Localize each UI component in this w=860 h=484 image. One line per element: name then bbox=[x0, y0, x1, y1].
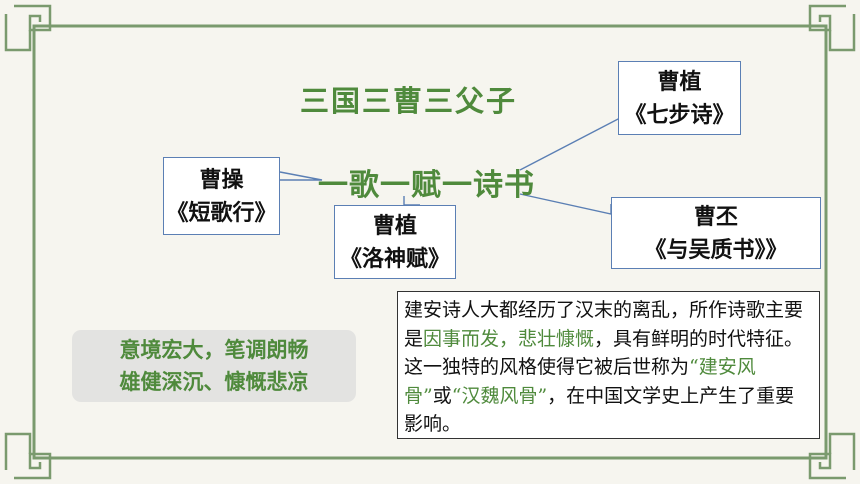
style-keywords-box: 意境宏大，笔调朗畅 雄健深沉、慷慨悲凉 bbox=[72, 330, 356, 402]
callout-work: 《与吴质书》》 bbox=[644, 237, 788, 263]
callout-work: 《短歌行》 bbox=[166, 200, 277, 226]
callout-work: 《七步诗》 bbox=[624, 102, 735, 128]
callout-caopi: 曹丕 《与吴质书》》 bbox=[611, 197, 821, 269]
desc-text-1: 建安诗人大都经历了汉末的离乱，所作诗歌主要是 bbox=[404, 299, 804, 350]
desc-text-3: 或 bbox=[432, 384, 452, 407]
callout-name: 曹植 bbox=[372, 213, 417, 239]
callout-caocao: 曹操 《短歌行》 bbox=[163, 157, 280, 235]
corner-ornament-top-left bbox=[4, 4, 52, 52]
connector-caozhi-qibu bbox=[519, 116, 621, 171]
corner-ornament-top-right bbox=[808, 4, 856, 52]
desc-text-2: ，具有鲜明的时代特征。这一独特的风格使得它被后世称为 bbox=[404, 327, 804, 379]
page-subtitle: 一歌一赋一诗书 bbox=[318, 168, 535, 203]
callout-caozhi-luoshen: 曹植 《洛神赋》 bbox=[334, 205, 456, 279]
desc-highlight-1: 因事而发，悲壮慷慨 bbox=[423, 327, 595, 350]
connector-caocao bbox=[279, 171, 323, 181]
desc-highlight-3: “汉魏风骨” bbox=[451, 384, 548, 407]
corner-ornament-bottom-left bbox=[4, 432, 52, 480]
callout-caozhi-qibu: 曹植 《七步诗》 bbox=[618, 61, 741, 135]
callout-name: 曹操 bbox=[199, 167, 244, 193]
description-box: 建安诗人大都经历了汉末的离乱，所作诗歌主要是因事而发，悲壮慷慨，具有鲜明的时代特… bbox=[397, 291, 820, 439]
corner-ornament-bottom-right bbox=[808, 432, 856, 480]
page-title: 三国三曹三父子 bbox=[300, 84, 518, 118]
callout-name: 曹丕 bbox=[693, 204, 738, 230]
keywords-line-2: 雄健深沉、慷慨悲凉 bbox=[119, 369, 309, 394]
callout-work: 《洛神赋》 bbox=[339, 246, 450, 272]
desc-text-4: ，在中国文学史上产生了重要影响。 bbox=[404, 384, 795, 436]
callout-name: 曹植 bbox=[657, 69, 702, 95]
desc-highlight-2: “建安风骨” bbox=[404, 356, 756, 407]
keywords-line-1: 意境宏大，笔调朗畅 bbox=[119, 337, 309, 362]
